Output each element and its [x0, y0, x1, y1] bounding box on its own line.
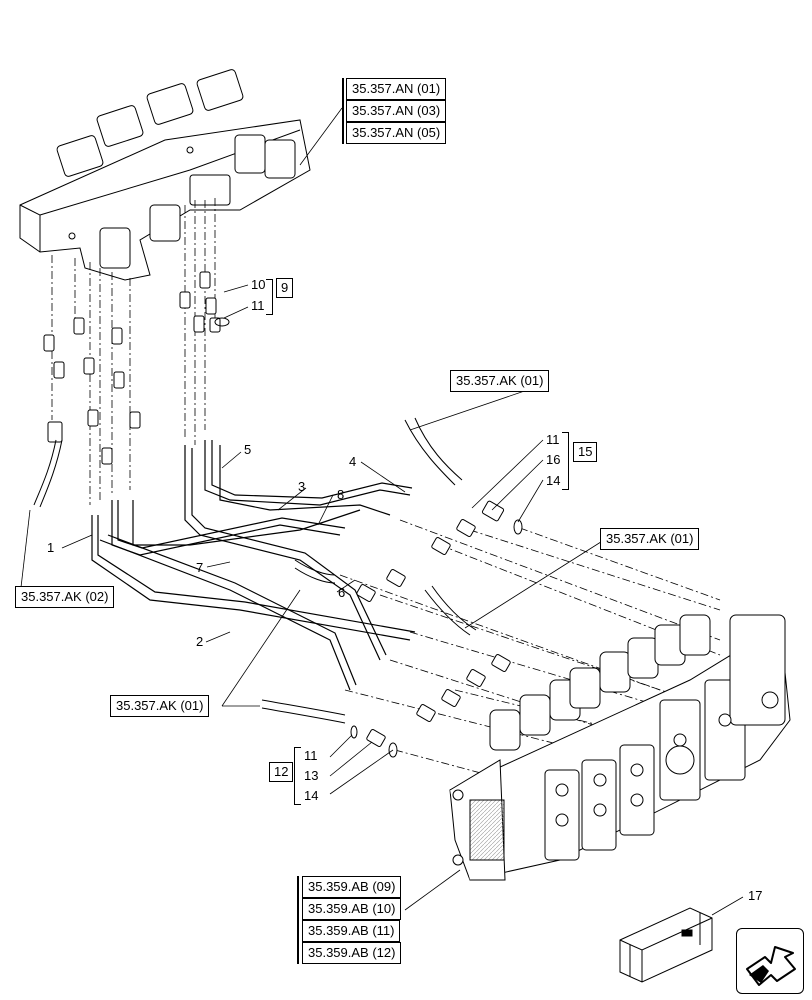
hydraulic-tubes: [91, 440, 416, 691]
manifold-block: [19, 69, 311, 281]
next-page-arrow-icon[interactable]: [736, 928, 804, 994]
callout-17: 17: [748, 888, 763, 903]
fittings: [43, 271, 523, 758]
ref-35-357-ak-01-upper[interactable]: 35.357.AK (01): [450, 370, 550, 392]
callout-11-mid: 11: [546, 432, 560, 447]
callout-10: 10: [251, 277, 266, 292]
ref-35-359-ab-11[interactable]: 35.359.AB (11): [302, 920, 401, 942]
ref-35-357-an-05[interactable]: 35.357.AN (05): [346, 122, 447, 144]
callout-lines: [19, 107, 744, 916]
ref-group-top: [342, 78, 344, 144]
callout-5: 5: [244, 442, 252, 457]
ref-35-357-ak-01-mid[interactable]: 35.357.AK (01): [600, 528, 700, 550]
arrow-glyph: [746, 946, 796, 986]
callout-16: 16: [546, 452, 561, 467]
ref-35-359-ab-10[interactable]: 35.359.AB (10): [302, 898, 402, 920]
kit-box: [619, 907, 713, 983]
control-valve: [449, 614, 791, 881]
ref-group-bottom: [297, 876, 299, 964]
callout-1: 1: [47, 540, 55, 555]
callout-14-bottom: 14: [304, 788, 319, 803]
callout-14-mid: 14: [546, 473, 561, 488]
callout-11-bottom: 11: [304, 748, 318, 763]
kit-9-bracket: [266, 279, 273, 315]
ref-35-357-an-03[interactable]: 35.357.AN (03): [346, 100, 447, 122]
callout-2: 2: [196, 634, 204, 649]
kit-12-bracket: [294, 747, 301, 805]
valve-sections: [544, 614, 786, 861]
callout-11-top: 11: [251, 298, 265, 313]
ref-35-359-ab-09[interactable]: 35.359.AB (09): [302, 876, 402, 898]
kit-9[interactable]: 9: [276, 278, 294, 298]
kit-15-bracket: [562, 432, 569, 490]
kit-15[interactable]: 15: [573, 442, 598, 462]
callout-4: 4: [349, 454, 357, 469]
ref-35-357-ak-02[interactable]: 35.357.AK (02): [15, 586, 115, 608]
ref-35-359-ab-12[interactable]: 35.359.AB (12): [302, 942, 402, 964]
callout-7: 7: [196, 560, 204, 575]
ref-35-357-ak-01-lower[interactable]: 35.357.AK (01): [110, 695, 210, 717]
callout-3: 3: [298, 479, 306, 494]
callout-6: 6: [338, 585, 346, 600]
ref-35-357-an-01[interactable]: 35.357.AN (01): [346, 78, 447, 100]
callout-8: 8: [337, 487, 345, 502]
callout-13: 13: [304, 768, 319, 783]
hoses: [33, 417, 477, 724]
kit-12[interactable]: 12: [269, 762, 294, 782]
solenoids: [489, 614, 711, 751]
